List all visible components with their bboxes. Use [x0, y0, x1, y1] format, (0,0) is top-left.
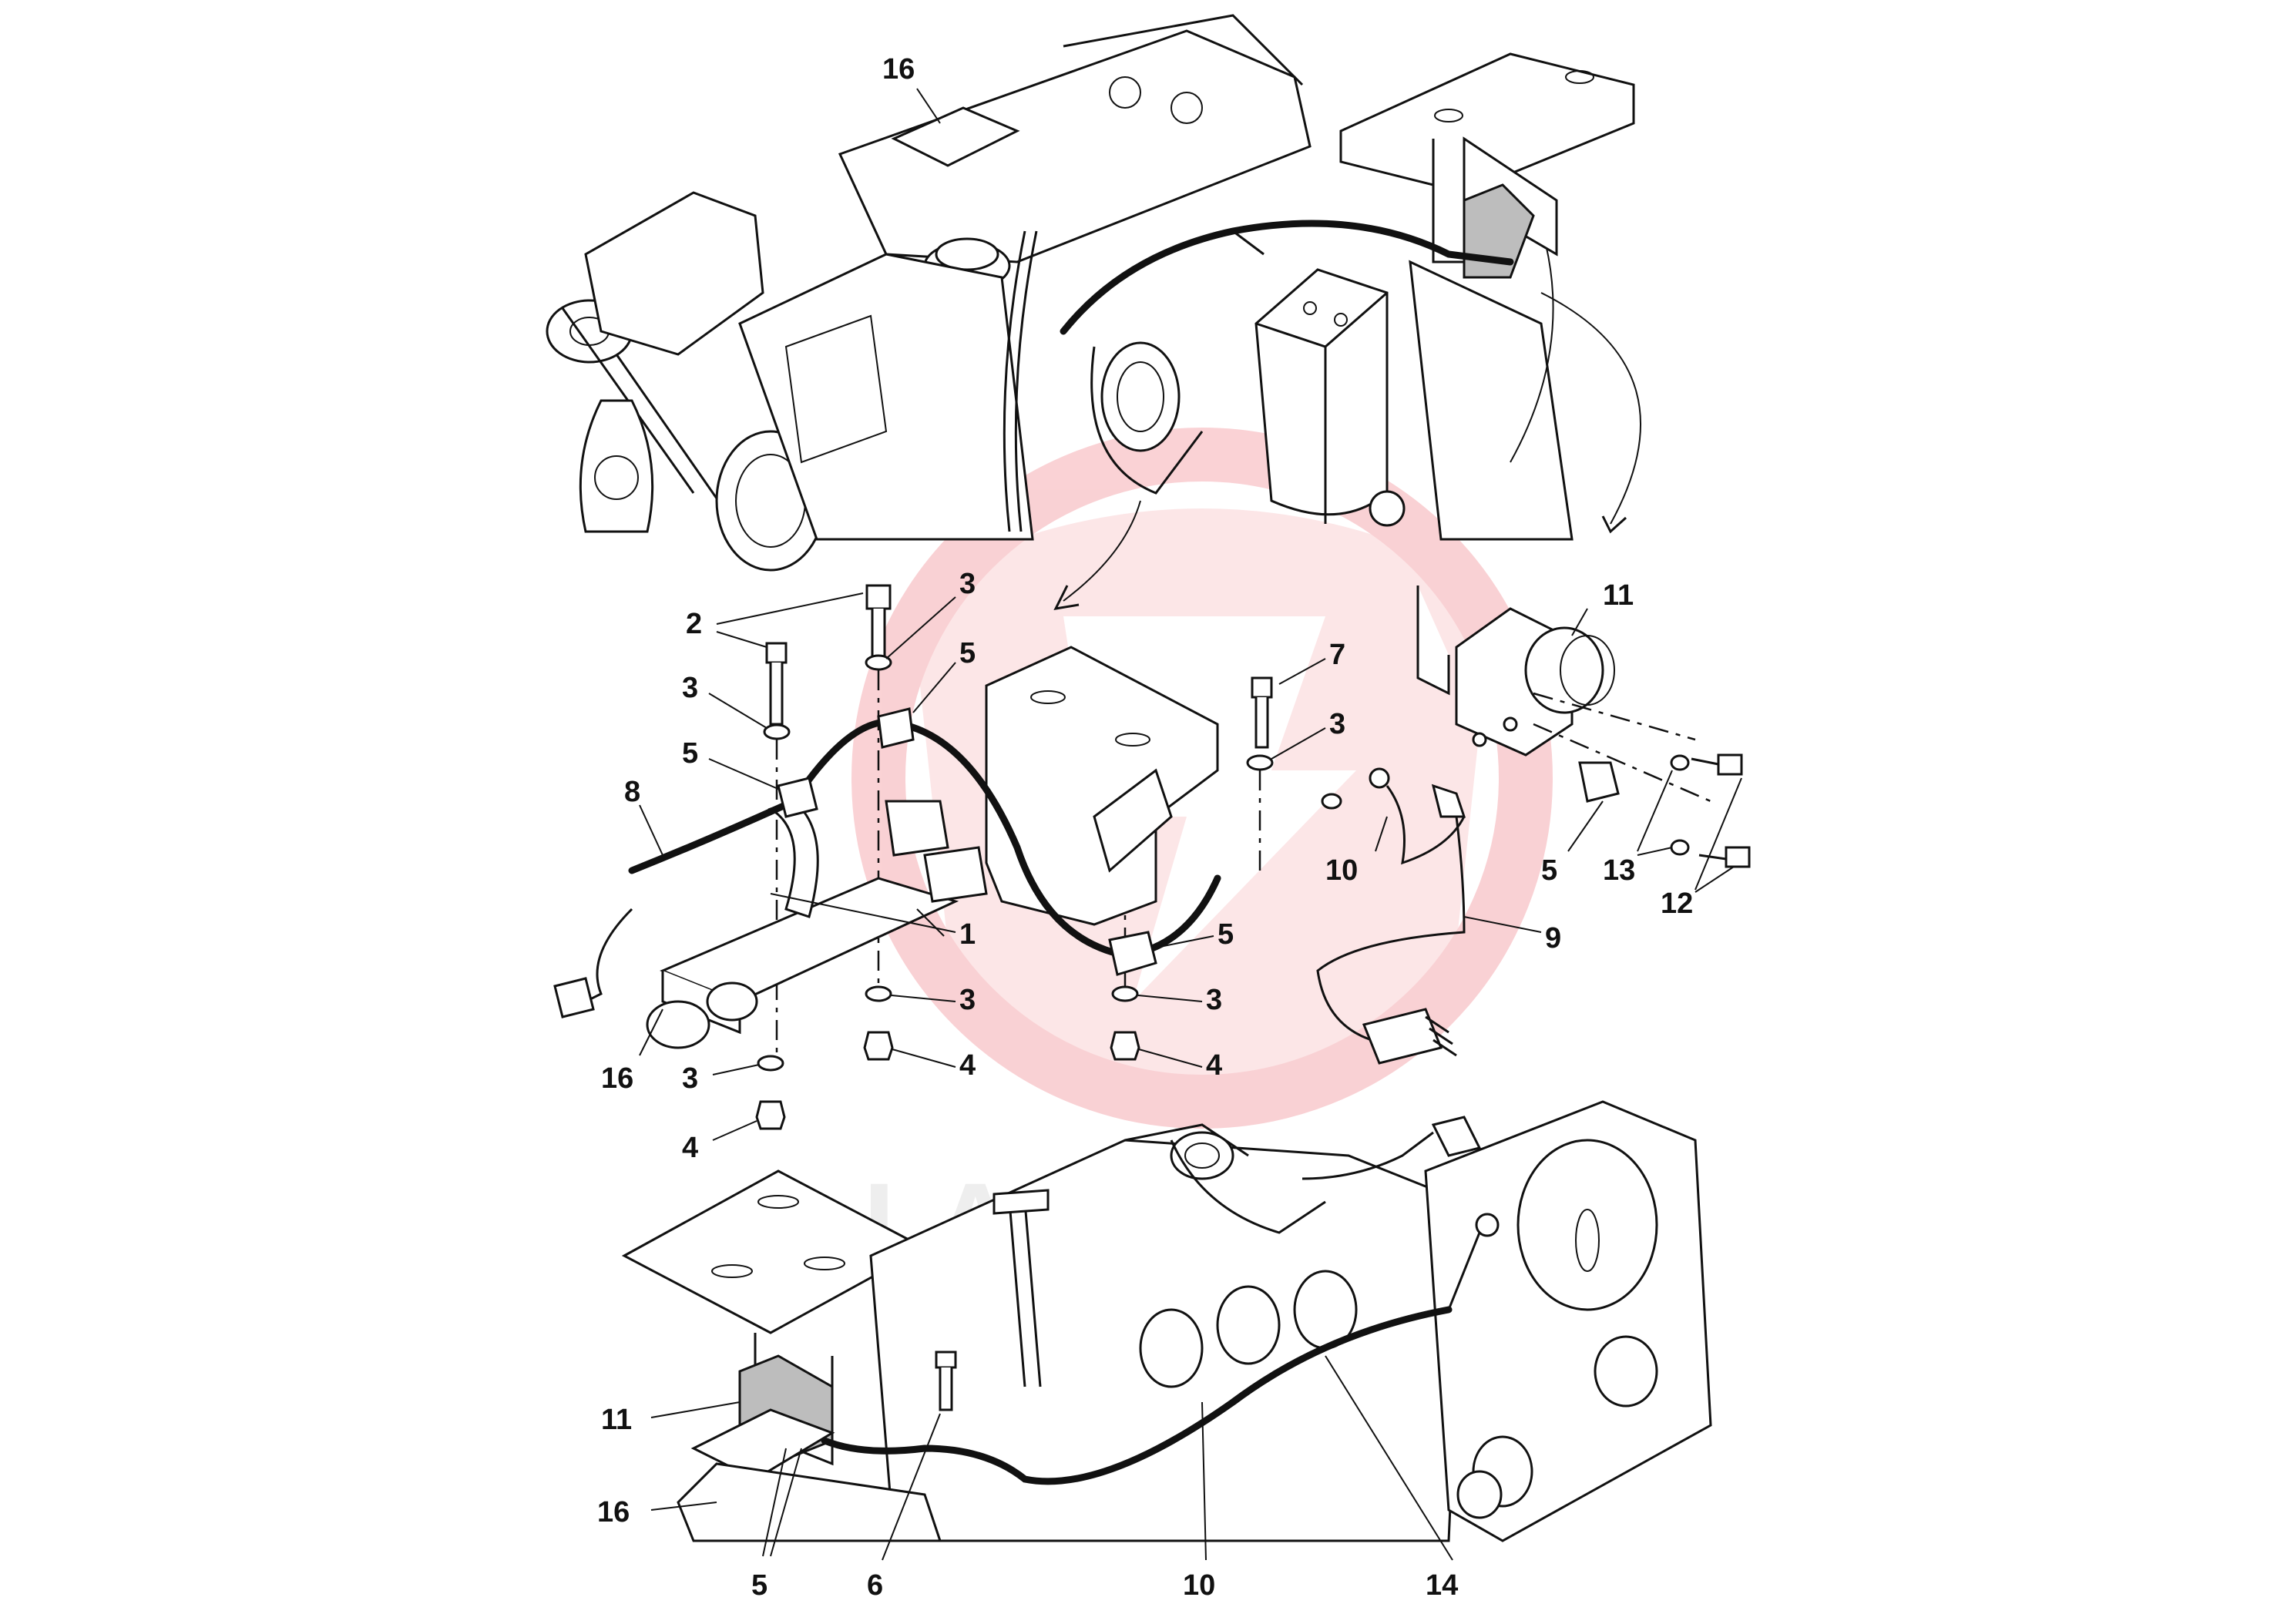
callout-3-a: 3 — [959, 568, 976, 600]
callout-10-mid: 10 — [1325, 854, 1358, 887]
callout-2: 2 — [686, 608, 702, 640]
callout-11-mid: 11 — [1603, 579, 1634, 612]
callout-16-mid: 16 — [601, 1062, 633, 1095]
harness-bottom — [821, 1306, 1453, 1485]
callout-5-d: 5 — [1541, 854, 1557, 887]
callout-4-c: 4 — [682, 1132, 698, 1164]
nut-4a — [863, 1031, 894, 1061]
callout-14: 14 — [1426, 1569, 1458, 1602]
callout-13: 13 — [1603, 854, 1635, 887]
callout-10-bottom: 10 — [1183, 1569, 1215, 1602]
washer-3f — [757, 1055, 784, 1072]
callout-11-bottom: 11 — [601, 1404, 632, 1436]
washer-3a — [865, 654, 892, 671]
clamp-5c — [1108, 931, 1157, 976]
callout-1: 1 — [959, 918, 976, 951]
callout-3-d: 3 — [959, 984, 976, 1016]
callout-16-top: 16 — [882, 53, 915, 86]
washer-3e — [1111, 985, 1139, 1002]
connector-9 — [1362, 1008, 1443, 1065]
mounting-plate-top — [1339, 52, 1635, 194]
watermark-logo — [851, 428, 1553, 1129]
engine-bottom-view — [621, 1100, 1712, 1542]
clamp-5a — [777, 777, 818, 818]
callout-4-b: 4 — [1206, 1049, 1222, 1082]
callout-3-b: 3 — [682, 672, 698, 704]
bolt-2a — [865, 584, 892, 610]
engine-top-view — [546, 14, 1641, 610]
callout-7: 7 — [1329, 639, 1345, 671]
callout-5-c: 5 — [1218, 918, 1234, 951]
washer-3d — [865, 985, 892, 1002]
callout-5-a: 5 — [959, 637, 976, 669]
callout-labels: 16 2 3 3 5 5 8 7 3 1 5 3 3 4 4 16 3 4 11… — [597, 53, 1693, 1602]
callout-3-e: 3 — [1206, 984, 1222, 1016]
callout-5-e: 5 — [751, 1569, 767, 1602]
callout-3-c: 3 — [1329, 708, 1345, 740]
callout-8: 8 — [624, 776, 640, 808]
washer-3b — [763, 723, 791, 740]
nut-4b — [1110, 1031, 1140, 1061]
callout-5-b: 5 — [682, 737, 698, 770]
callout-9: 9 — [1545, 922, 1561, 955]
callout-16-bottom: 16 — [597, 1496, 630, 1528]
exploded-assembly — [553, 584, 1751, 1130]
nut-4c — [755, 1100, 786, 1130]
callout-4-a: 4 — [959, 1049, 976, 1082]
leader-lines — [639, 88, 1742, 1561]
callout-3-f: 3 — [682, 1062, 698, 1095]
clamp-5b — [877, 707, 915, 749]
bracket-plate — [985, 646, 1219, 926]
relay-top-view — [1463, 183, 1535, 279]
callout-6: 6 — [867, 1569, 883, 1602]
callout-12: 12 — [1661, 887, 1693, 920]
washer-3c — [1246, 754, 1274, 771]
